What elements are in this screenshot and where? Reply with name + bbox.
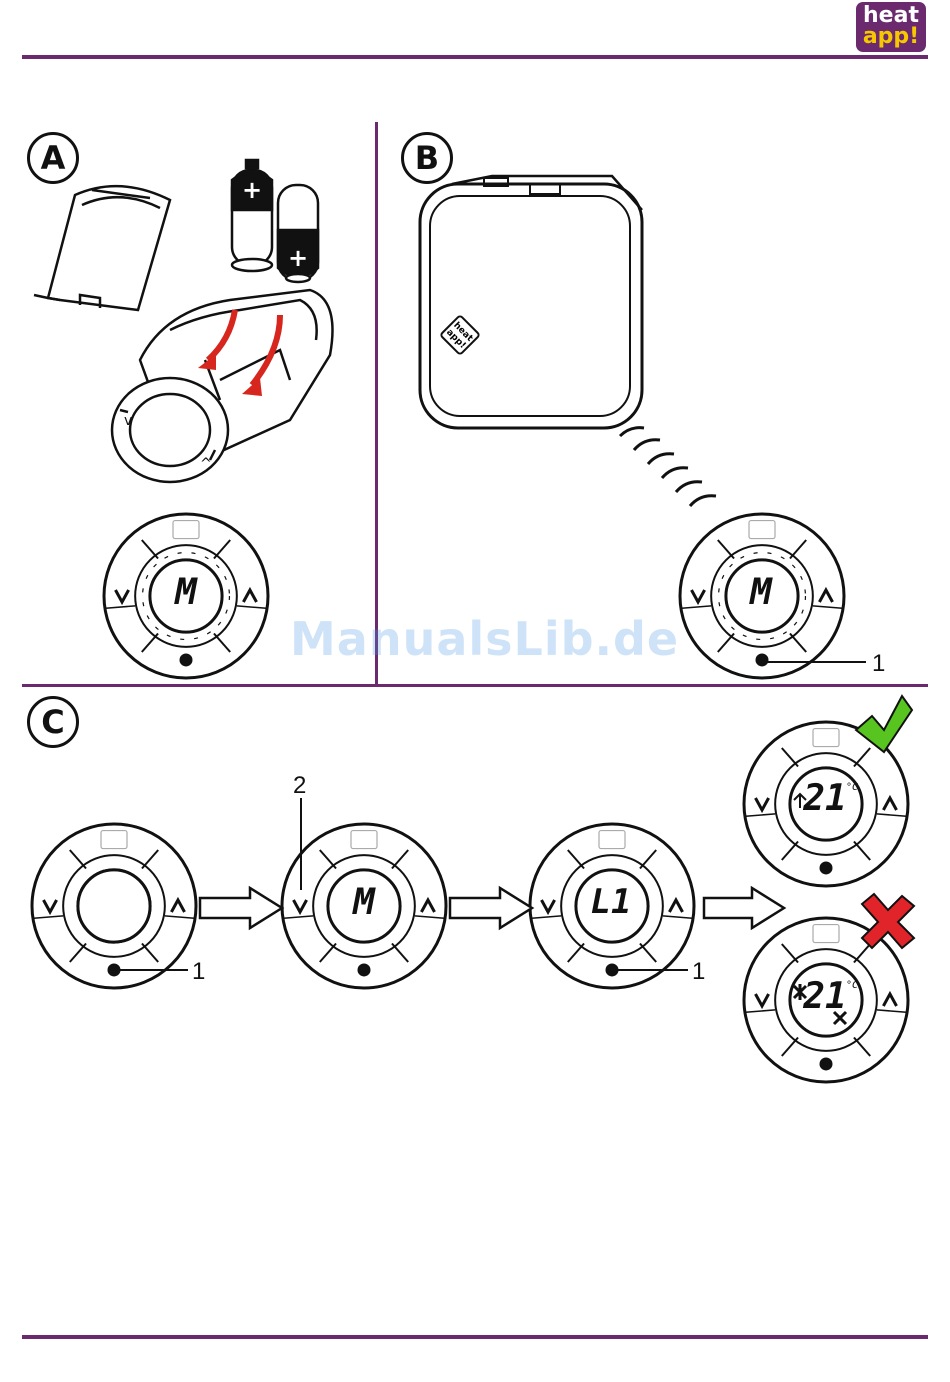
step-arrow-icon <box>704 888 784 928</box>
watermark: ManualsLib.de <box>290 612 679 666</box>
checkmark-icon <box>856 696 912 752</box>
step-arrow-icon <box>200 888 282 928</box>
step-arrow-icon <box>450 888 532 928</box>
cross-icon <box>862 894 914 948</box>
